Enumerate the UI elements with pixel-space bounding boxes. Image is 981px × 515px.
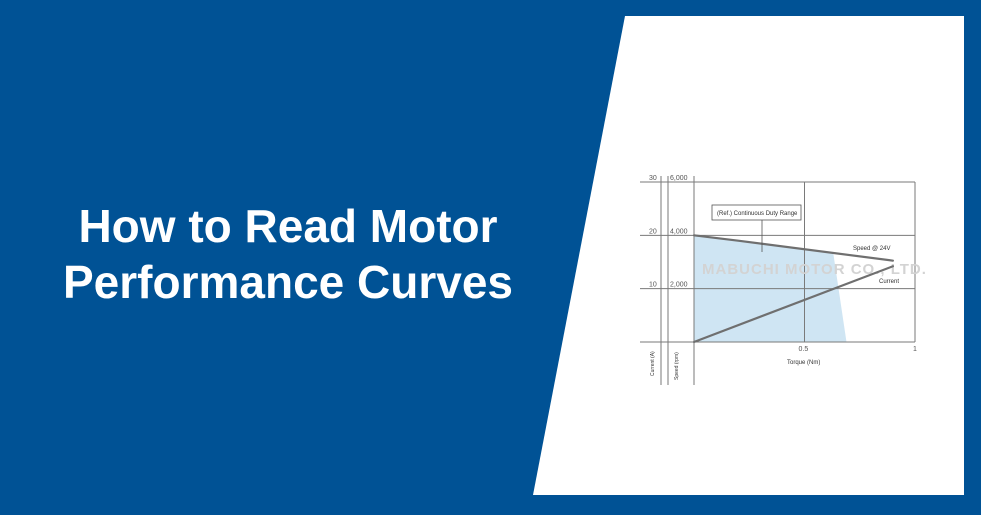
chart-watermark: MABUCHI MOTOR CO., LTD. — [702, 261, 927, 278]
current-curve — [692, 265, 895, 344]
speed-tick-label: 6,000 — [670, 175, 688, 182]
current-series-label: Current — [879, 279, 899, 285]
banner-title: How to Read Motor Performance Curves — [28, 198, 548, 310]
chart-tick-labels: 30 20 10 6,000 4,000 2,000 0.5 1 — [649, 175, 917, 353]
chart-grid — [640, 176, 916, 385]
motor-performance-chart: MABUCHI MOTOR CO., LTD. 30 20 10 6,000 4,000… — [640, 175, 927, 385]
speed-tick-label: 4,000 — [670, 228, 688, 235]
current-axis-label: Current (A) — [650, 351, 656, 376]
speed-tick-label: 2,000 — [670, 282, 688, 289]
x-tick-label: 0.5 — [799, 346, 809, 353]
duty-range-annotation: (Ref.) Continuous Duty Range — [717, 211, 798, 217]
speed-series-label: Speed @ 24V — [853, 246, 890, 252]
x-axis-label: Torque (Nm) — [787, 360, 820, 366]
current-tick-label: 30 — [649, 175, 657, 182]
speed-axis-label: Speed (rpm) — [674, 352, 680, 380]
speed-curve — [692, 234, 895, 262]
duty-range-annotation-box — [711, 204, 802, 221]
current-tick-label: 10 — [649, 282, 657, 289]
current-tick-label: 20 — [649, 228, 657, 235]
banner-title-line-1: How to Read Motor — [78, 200, 498, 252]
banner-title-line-2: Performance Curves — [63, 256, 513, 308]
chart-series — [692, 234, 895, 344]
x-tick-label: 1 — [913, 346, 917, 353]
